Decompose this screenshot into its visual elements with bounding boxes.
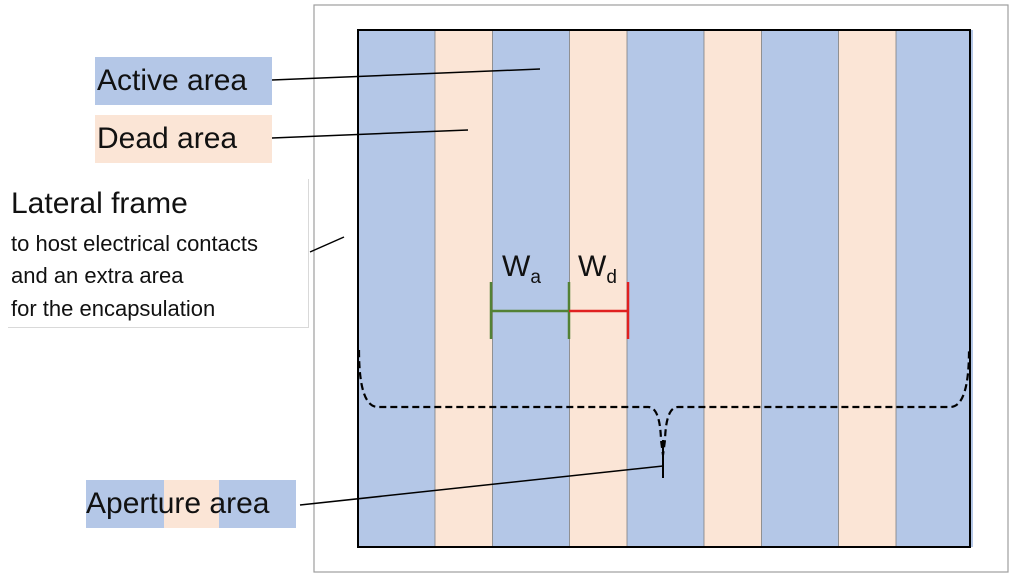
aperture-swatch-dead <box>164 480 219 528</box>
dead-stripe-2 <box>435 30 493 547</box>
leader-dead <box>271 129 469 139</box>
leader-active <box>271 68 541 81</box>
wd-marker <box>569 282 630 339</box>
active-stripe-1 <box>358 30 435 547</box>
wa-label-sub: a <box>530 267 541 288</box>
leader-aperture <box>299 465 664 506</box>
lateral-frame-line-2: and an extra area <box>11 263 184 288</box>
aperture-label-part-2: area <box>201 487 270 520</box>
active-stripe-9 <box>896 30 973 547</box>
aperture-area-label: Aperture area <box>86 482 269 526</box>
dead-stripe-4 <box>569 30 627 547</box>
active-stripe-5 <box>627 30 704 547</box>
aperture-swatch-active-left <box>86 480 164 528</box>
active-area-swatch <box>95 57 272 105</box>
wd-label-main: W <box>578 250 607 283</box>
module-outline <box>357 29 971 548</box>
lateral-frame-title: Lateral frame <box>11 187 188 220</box>
wd-label: Wd <box>578 250 617 287</box>
active-stripe-7 <box>761 30 839 547</box>
active-area-label: Active area <box>97 64 248 97</box>
lateral-frame-line-3: for the encapsulation <box>11 296 216 321</box>
lateral-frame-line-1: to host electrical contacts <box>11 231 259 256</box>
wa-label: Wa <box>502 250 541 287</box>
dead-area-label: Dead area <box>97 122 238 155</box>
stripe-group <box>358 30 973 547</box>
wa-label-main: W <box>502 250 531 283</box>
wd-label-sub: d <box>606 267 617 288</box>
dead-area-swatch <box>95 115 272 163</box>
leader-frame <box>309 236 345 253</box>
aperture-swatch-active-right <box>219 480 296 528</box>
dead-stripe-6 <box>704 30 762 547</box>
active-stripe-3 <box>492 30 570 547</box>
dead-stripe-8 <box>838 30 896 547</box>
aperture-label-part-1: Aperture <box>86 487 202 520</box>
lateral-frame-label-box <box>8 179 309 328</box>
